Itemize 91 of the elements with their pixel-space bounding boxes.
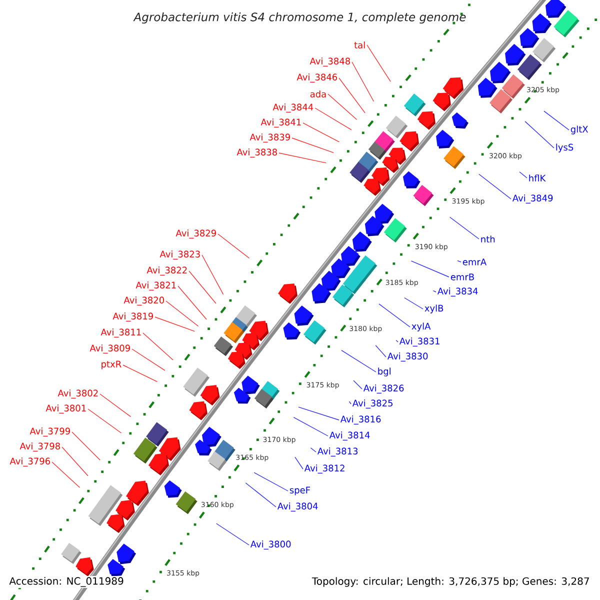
- gene-label: ada: [310, 90, 326, 98]
- leader-line: [245, 482, 276, 508]
- leader-line: [341, 350, 376, 372]
- gene-label: Avi_3802: [58, 390, 98, 398]
- leader-line: [544, 110, 570, 130]
- leader-line: [132, 348, 166, 371]
- gene-label: Avi_3804: [277, 502, 318, 512]
- leader-line: [410, 260, 450, 278]
- gene-label: tal: [354, 42, 365, 48]
- leader-line: [328, 94, 358, 120]
- gene-label: Avi_3822: [146, 266, 187, 276]
- summary-text: Topology: circular; Length: 3,726,375 bp; Genes: 3,287: [312, 577, 589, 587]
- leader-line: [216, 523, 250, 546]
- gene-label: lysS: [556, 144, 574, 152]
- leader-line: [88, 408, 122, 434]
- title: Agrobacterium vitis S4 chromosome 1, complete genome: [133, 12, 466, 24]
- leader-line: [396, 340, 398, 342]
- leader-line: [432, 290, 436, 292]
- gene-label: hflK: [529, 174, 546, 182]
- leader-line: [348, 401, 352, 404]
- gene-label: Avi_3799: [30, 428, 70, 436]
- leader-line: [310, 448, 316, 452]
- gene-label: Avi_3801: [46, 404, 86, 414]
- gene-label: emrA: [462, 258, 486, 266]
- gene-label: Avi_3844: [272, 104, 314, 112]
- gene-label: Avi_3800: [250, 540, 291, 550]
- leader-line: [449, 216, 480, 240]
- accession-text: Accession: NC_011989: [9, 577, 124, 587]
- leader-line: [278, 152, 327, 164]
- leader-line: [314, 108, 352, 130]
- gene-label: nth: [481, 236, 495, 242]
- leader-line: [478, 174, 512, 200]
- gene-label: Avi_3841: [260, 118, 301, 128]
- gene-label: Avi_3819: [112, 312, 153, 322]
- gene-label: Avi_3839: [250, 134, 290, 142]
- leader-line: [122, 364, 158, 382]
- leader-line: [519, 172, 528, 178]
- gene-label: Avi_3816: [340, 416, 381, 424]
- gene-label: Avi_3821: [136, 282, 176, 290]
- leader-line: [366, 44, 391, 82]
- gene-label: Avi_3796: [10, 458, 50, 466]
- leader-line: [218, 234, 250, 259]
- gene-label: Avi_3820: [124, 296, 164, 306]
- gene-label: Avi_3813: [317, 448, 358, 456]
- leader-line: [154, 316, 195, 332]
- leader-line: [178, 286, 207, 320]
- leader-line: [352, 62, 374, 102]
- leader-line: [298, 406, 340, 420]
- gene-label: gltX: [570, 126, 588, 134]
- gene-label: Avi_3834: [437, 288, 478, 296]
- leader-line: [62, 446, 88, 476]
- leader-line: [302, 122, 340, 142]
- gene-label: Avi_3829: [176, 230, 216, 238]
- leader-line: [338, 78, 366, 114]
- leader-line: [142, 332, 174, 360]
- gene-label: Avi_3823: [160, 250, 200, 260]
- gene-label: Avi_3798: [20, 442, 60, 452]
- gene-label: Avi_3848: [310, 58, 350, 66]
- leader-line: [166, 300, 199, 327]
- leader-line: [294, 456, 304, 470]
- gene-label: Avi_3825: [352, 400, 392, 408]
- gene-label: Avi_3831: [399, 338, 440, 346]
- gene-label: ptxR: [102, 360, 122, 370]
- gene-label: Avi_3846: [296, 74, 338, 82]
- leader-line: [404, 297, 424, 310]
- leader-line: [292, 138, 334, 154]
- leader-line: [202, 254, 224, 295]
- gene-label: xylA: [412, 322, 431, 332]
- leader-line: [293, 416, 328, 436]
- gene-label: Avi_3812: [304, 464, 344, 474]
- gene-label: bgl: [378, 368, 390, 376]
- gene-label: Avi_3811: [100, 328, 141, 338]
- leader-line: [188, 270, 216, 304]
- leader-line: [353, 380, 362, 390]
- leader-line: [375, 345, 386, 358]
- gene-label: Avi_3849: [512, 194, 553, 204]
- leader-line: [457, 260, 462, 262]
- gene-label: Avi_3809: [90, 344, 130, 354]
- leader-line: [72, 432, 100, 460]
- gene-label: Avi_3814: [329, 432, 370, 440]
- leader-line: [378, 304, 410, 328]
- gene-label: Avi_3838: [236, 148, 277, 158]
- gene-label: Avi_3826: [363, 384, 404, 394]
- gene-label: emrB: [450, 274, 474, 280]
- gene-label: xylB: [424, 304, 444, 314]
- leader-line: [100, 394, 132, 418]
- gene-label: Avi_3830: [387, 352, 428, 362]
- leader-line: [524, 121, 554, 148]
- leader-line: [254, 472, 288, 492]
- gene-label: speF: [290, 486, 310, 496]
- leader-line: [52, 462, 80, 488]
